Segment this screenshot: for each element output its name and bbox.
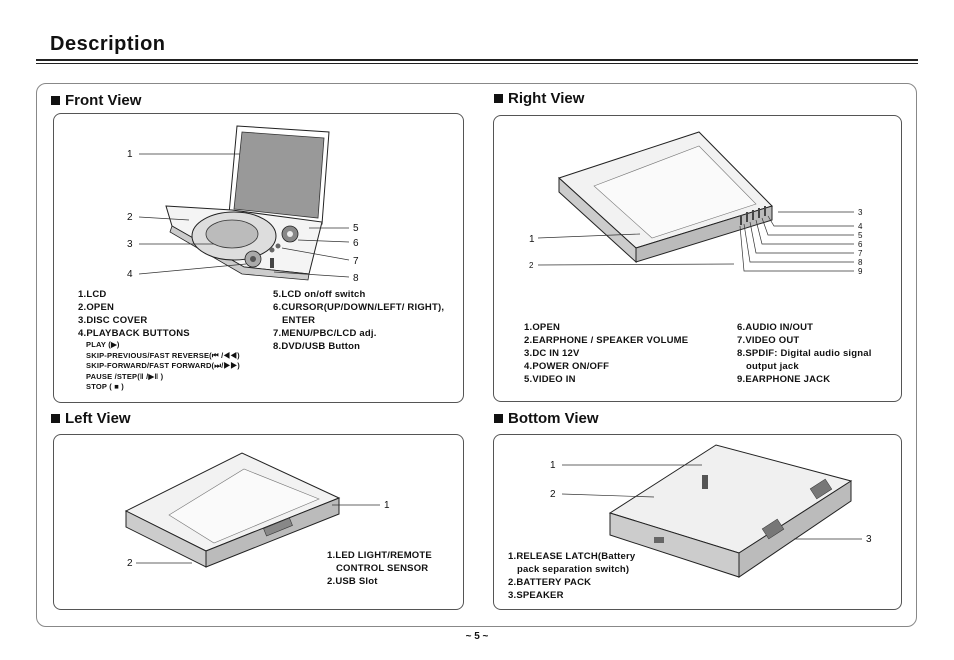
front-view-illustration: 1 2 3 4 5 6 7 8	[127, 125, 359, 284]
front-item: ENTER	[282, 315, 316, 326]
front-view-heading: Front View	[51, 92, 141, 109]
square-bullet-icon	[494, 94, 503, 103]
right-view-title: Right View	[508, 90, 585, 107]
right-callout-4: 4	[858, 222, 863, 231]
left-item: CONTROL SENSOR	[336, 563, 429, 574]
bottom-item: 1.RELEASE LATCH(Battery	[508, 551, 636, 562]
title-rule	[36, 59, 918, 61]
page-title: Description	[50, 33, 166, 55]
left-view-title: Left View	[65, 410, 131, 427]
bottom-callout-1: 1	[550, 460, 556, 471]
front-callout-5: 5	[353, 223, 359, 234]
front-item: 8.DVD/USB Button	[273, 341, 361, 352]
front-item: 7.MENU/PBC/LCD adj.	[273, 328, 377, 339]
right-item: 7.VIDEO OUT	[737, 335, 800, 346]
square-bullet-icon	[51, 96, 60, 105]
front-callout-4: 4	[127, 269, 133, 280]
front-sub-item: SKIP-FORWARD/FAST FORWARD(⏭/▶▶)	[86, 361, 240, 370]
front-item: 5.LCD on/off switch	[273, 289, 366, 300]
front-item: 4.PLAYBACK BUTTONS	[78, 328, 190, 339]
left-callout-2: 2	[127, 558, 133, 569]
right-callout-3: 3	[858, 208, 863, 217]
front-callout-8: 8	[353, 273, 359, 284]
right-view-heading: Right View	[494, 90, 584, 107]
right-item: 3.DC IN 12V	[524, 348, 580, 359]
front-sub-item: STOP ( ■ )	[86, 382, 124, 391]
square-bullet-icon	[494, 414, 503, 423]
bottom-view-title: Bottom View	[508, 410, 599, 427]
bottom-list: 1.RELEASE LATCH(Battery pack separation …	[508, 550, 635, 602]
bottom-item: pack separation switch)	[517, 564, 630, 575]
square-bullet-icon	[51, 414, 60, 423]
right-callout-6: 6	[858, 240, 863, 249]
right-left-list: 1.OPEN 2.EARPHONE / SPEAKER VOLUME 3.DC …	[524, 321, 688, 386]
right-callout-1: 1	[529, 234, 535, 245]
right-right-list: 6.AUDIO IN/OUT 7.VIDEO OUT 8.SPDIF: Digi…	[737, 321, 872, 386]
front-callout-7: 7	[353, 256, 359, 267]
content-frame	[36, 83, 917, 627]
right-view-panel: 1 2 3 4 5 6 7 8 9 1.OPEN 2.EARPHONE / SP…	[493, 115, 902, 402]
front-callout-1: 1	[127, 149, 133, 160]
right-item: 9.EARPHONE JACK	[737, 374, 831, 385]
bottom-view-panel: 1 2 3 1.RELEASE LATCH(Battery pack separ…	[493, 434, 902, 610]
title-rule-thin	[36, 63, 918, 64]
left-callout-1: 1	[384, 500, 390, 511]
right-item: 8.SPDIF: Digital audio signal	[737, 348, 872, 359]
bottom-item: 3.SPEAKER	[508, 590, 564, 601]
front-left-list: 1.LCD 2.OPEN 3.DISC COVER 4.PLAYBACK BUT…	[78, 288, 240, 393]
right-item: 2.EARPHONE / SPEAKER VOLUME	[524, 335, 689, 346]
right-callout-9: 9	[858, 267, 863, 276]
front-item: 1.LCD	[78, 289, 107, 300]
front-item: 3.DISC COVER	[78, 315, 148, 326]
bottom-callout-3: 3	[866, 534, 872, 545]
left-list: 1.LED LIGHT/REMOTE CONTROL SENSOR 2.USB …	[327, 549, 432, 588]
left-item: 2.USB Slot	[327, 576, 378, 587]
front-right-list: 5.LCD on/off switch 6.CURSOR(UP/DOWN/LEF…	[273, 288, 444, 353]
front-view-title: Front View	[65, 92, 142, 109]
front-sub-item: SKIP-PREVIOUS/FAST REVERSE(⏮ /◀◀)	[86, 350, 240, 360]
bottom-view-heading: Bottom View	[494, 410, 599, 427]
front-sub-item: PLAY (▶)	[86, 340, 120, 349]
right-item: output jack	[746, 361, 799, 372]
front-callout-6: 6	[353, 238, 359, 249]
right-callout-5: 5	[858, 231, 863, 240]
right-item: 4.POWER ON/OFF	[524, 361, 610, 372]
right-item: 6.AUDIO IN/OUT	[737, 322, 814, 333]
front-item: 2.OPEN	[78, 302, 115, 313]
bottom-item: 2.BATTERY PACK	[508, 577, 592, 588]
right-item: 5.VIDEO IN	[524, 374, 576, 385]
right-callout-8: 8	[858, 258, 863, 267]
right-callout-2: 2	[529, 261, 534, 270]
left-view-illustration: 1 2	[124, 452, 390, 569]
front-callout-3: 3	[127, 239, 133, 250]
bottom-callout-2: 2	[550, 489, 556, 500]
right-callout-7: 7	[858, 249, 863, 258]
front-item: 6.CURSOR(UP/DOWN/LEFT/ RIGHT),	[273, 302, 445, 313]
left-item: 1.LED LIGHT/REMOTE	[327, 550, 432, 561]
front-view-panel: 1 2 3 4 5 6 7 8 1.LCD 2.OPEN 3.DISC COVE…	[53, 113, 464, 403]
bottom-view-illustration: 1 2 3	[550, 444, 872, 578]
right-view-illustration: 1 2 3 4 5 6 7 8 9	[529, 131, 863, 276]
left-view-heading: Left View	[51, 410, 131, 427]
front-sub-item: PAUSE /STEP(‖ /▶‖ )	[86, 371, 164, 381]
front-callout-2: 2	[127, 212, 133, 223]
left-view-panel: 1 2 1.LED LIGHT/REMOTE CONTROL SENSOR 2.…	[53, 434, 464, 610]
page-number: ~ 5 ~	[465, 631, 489, 642]
right-item: 1.OPEN	[524, 322, 561, 333]
